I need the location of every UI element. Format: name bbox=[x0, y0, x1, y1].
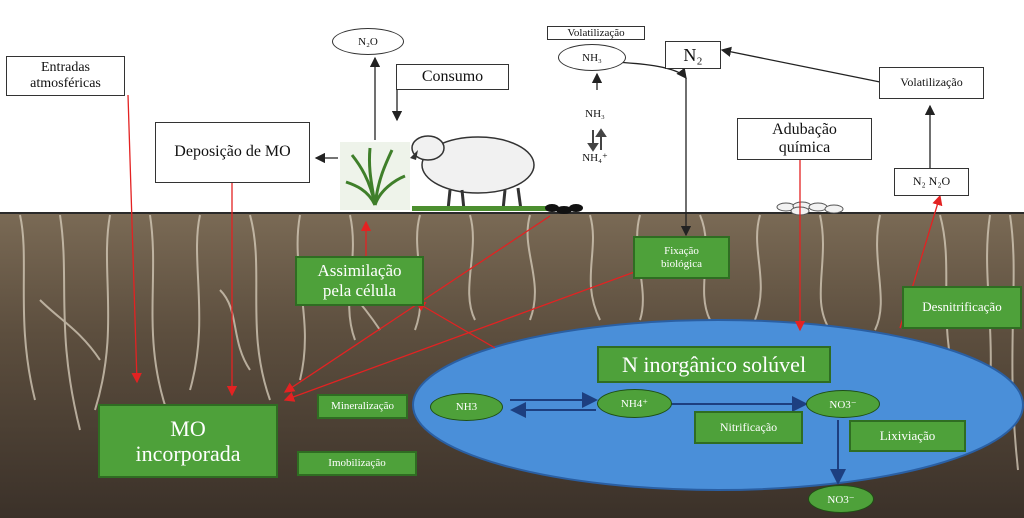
grass-icon bbox=[345, 147, 406, 206]
denitrification-box: Desnitrificação bbox=[902, 286, 1022, 329]
volatilization-top-box: Volatilização bbox=[547, 26, 645, 40]
nh3-label: NH₃ bbox=[585, 108, 605, 120]
cell-assimilation-box: Assimilação pela célula bbox=[295, 256, 424, 306]
no3-soil-oval: NO3⁻ bbox=[806, 390, 880, 418]
mineralization-box: Mineralização bbox=[317, 394, 408, 419]
chemical-fertilization-box: Adubação química bbox=[737, 118, 872, 160]
consumption-box: Consumo bbox=[396, 64, 509, 90]
n2o-oval: N₂O bbox=[332, 28, 404, 55]
biological-fixation-box: Fixação biológica bbox=[633, 236, 730, 279]
sheep-icon bbox=[410, 135, 552, 211]
nh4-label: NH₄⁺ bbox=[582, 152, 608, 164]
nh4-soil-oval: NH4⁺ bbox=[597, 389, 672, 418]
organic-matter-deposition-box: Deposição de MO bbox=[155, 122, 310, 183]
no3-bottom-oval: NO3⁻ bbox=[808, 485, 874, 513]
immobilization-box: Imobilização bbox=[297, 451, 417, 476]
soluble-inorganic-n-box: N inorgânico solúvel bbox=[597, 346, 831, 383]
volatilization-right-box: Volatilização bbox=[879, 67, 984, 99]
n2-n2o-box: N₂ N₂O bbox=[894, 168, 969, 196]
nh3-oval: NH₃ bbox=[558, 44, 626, 71]
leaching-box: Lixiviação bbox=[849, 420, 966, 452]
incorporated-om-box: MO incorporada bbox=[98, 404, 278, 478]
dung-icon bbox=[545, 204, 583, 214]
nh3-soil-oval: NH3 bbox=[430, 393, 503, 421]
atmospheric-inputs-box: Entradas atmosféricas bbox=[6, 56, 125, 96]
n2-box: N₂ bbox=[665, 41, 721, 69]
nitrification-box: Nitrificação bbox=[694, 411, 803, 444]
